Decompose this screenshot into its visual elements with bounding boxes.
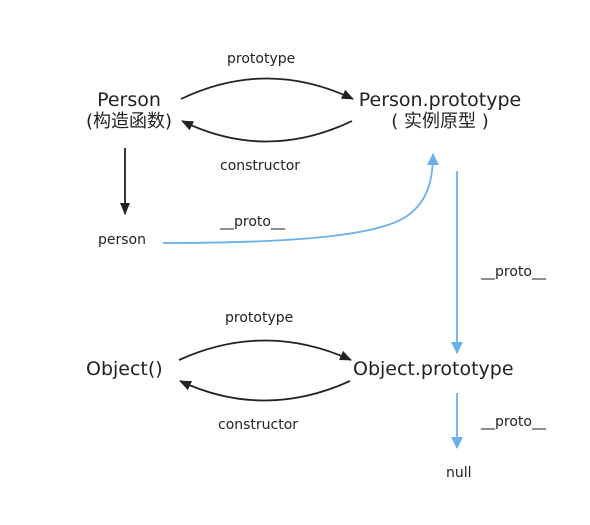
node-person-constructor-name: Person: [97, 89, 161, 111]
node-person-prototype-note: ( 实例原型 ): [391, 110, 489, 132]
node-person-prototype-name: Person.prototype: [358, 89, 522, 111]
edge-label-proto-person: __proto__: [220, 214, 285, 230]
arrow-object-prototype: [178, 339, 352, 361]
edge-label-proto-person-prototype: __proto__: [481, 264, 546, 280]
arrow-object-constructor: [179, 380, 351, 402]
edge-label-proto-object-prototype: __proto__: [481, 414, 546, 430]
node-null: null: [446, 465, 472, 481]
edge-label-prototype-bottom: prototype: [225, 310, 294, 326]
arrow-instance-proto: [162, 153, 439, 244]
node-object-prototype: Object.prototype: [353, 358, 514, 380]
node-person-constructor-note: (构造函数): [85, 110, 173, 132]
arrow-person-constructor: [181, 120, 353, 143]
node-person-prototype: Person.prototype ( 实例原型 ): [350, 89, 530, 133]
node-person-constructor: Person (构造函数): [74, 89, 184, 133]
node-person-instance: person: [98, 232, 146, 248]
edge-label-constructor-bottom: constructor: [218, 417, 299, 433]
edge-label-prototype-top: prototype: [227, 51, 296, 67]
arrow-person-prototype: [180, 77, 354, 100]
node-object-constructor: Object(): [86, 358, 163, 380]
edge-label-constructor-top: constructor: [220, 158, 301, 174]
